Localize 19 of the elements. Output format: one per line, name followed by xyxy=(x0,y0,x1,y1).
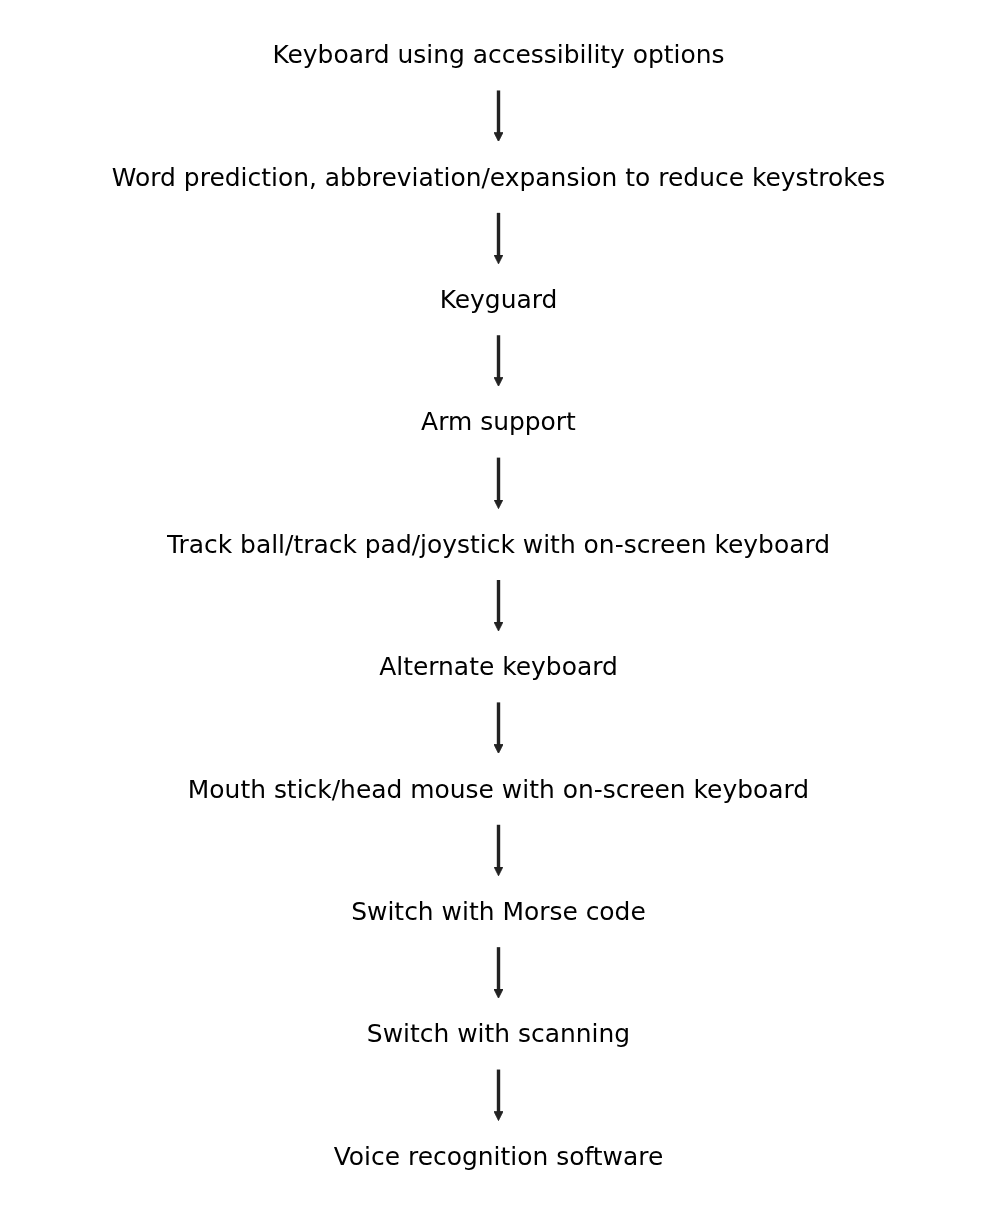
arrow xyxy=(493,824,504,877)
node-text: Keyguard xyxy=(439,285,558,314)
node-text: Keyboard using accessibility options xyxy=(272,40,725,69)
arrow xyxy=(493,335,504,387)
node-text: Switch with scanning xyxy=(366,1019,631,1049)
node-text: Track ball/track pad/joystick with on-screen keyboard xyxy=(166,530,831,559)
node-text: Arm support xyxy=(421,407,576,437)
node-text: Mouth stick/head mouse with on-screen keyboard xyxy=(187,774,810,804)
node-text: Alternate keyboard xyxy=(379,652,618,681)
arrow xyxy=(493,1069,504,1121)
arrow xyxy=(493,90,504,142)
node-text: Word prediction, abbreviation/expansion to reduce keystrokes xyxy=(111,162,886,192)
arrow xyxy=(493,212,504,265)
arrow xyxy=(493,947,504,999)
arrow xyxy=(493,457,504,510)
arrow xyxy=(493,580,504,632)
arrow xyxy=(493,702,504,754)
node-text: Switch with Morse code xyxy=(351,897,646,926)
node-text: Voice recognition software xyxy=(333,1142,664,1171)
